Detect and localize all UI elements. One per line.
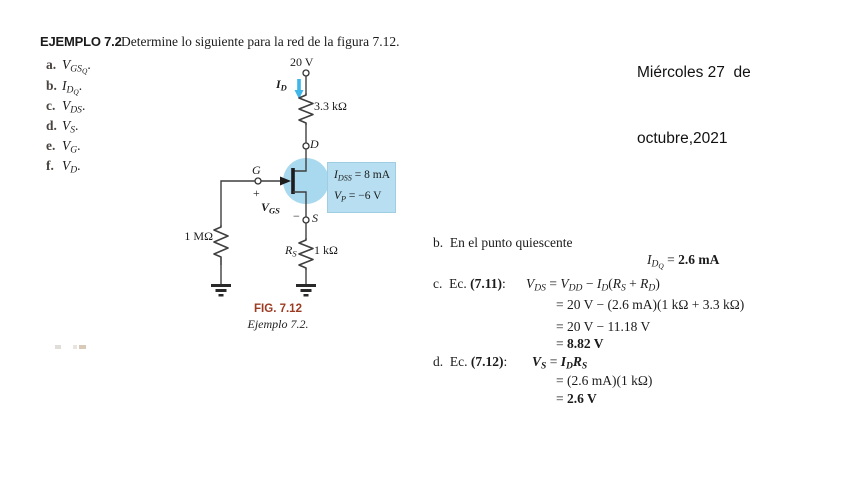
list-letter: d. <box>46 118 57 133</box>
node-g-terminal <box>254 177 262 185</box>
stray-marks <box>55 336 88 354</box>
plus-sign: + <box>253 186 260 200</box>
rg-value-label: 1 MΩ <box>184 229 213 243</box>
list-symbol: VDS. <box>62 98 86 116</box>
rd-value-label: 3.3 kΩ <box>314 99 347 113</box>
drain-current-label: ID <box>276 77 287 93</box>
list-letter: b. <box>46 78 57 93</box>
date-line-2: octubre,2021 <box>637 130 728 147</box>
resistor-rd <box>298 93 314 125</box>
node-d-label: D <box>310 137 319 151</box>
list-item-f: f. VD. <box>46 158 81 176</box>
list-letter: a. <box>46 57 57 72</box>
list-symbol: VD. <box>62 158 81 176</box>
solution-vs-result: = 2.6 V <box>556 391 597 406</box>
supply-terminal <box>302 69 310 77</box>
rs-name-label: RS <box>285 243 297 259</box>
node-d-terminal <box>302 142 310 150</box>
list-letter: f. <box>46 158 54 173</box>
node-s-terminal <box>302 216 310 224</box>
solution-step-b: b. En el punto quiescente <box>433 235 573 250</box>
list-symbol: VGSQ. <box>62 57 91 76</box>
node-g-label: G <box>252 163 261 177</box>
figure-label: FIG. 7.12 <box>254 303 302 315</box>
circuit-schematic <box>211 69 329 297</box>
list-symbol: VG. <box>62 138 81 156</box>
ground-left <box>211 284 231 297</box>
device-parameters-box: IDSS = 8 mA VP = −6 V <box>327 162 397 213</box>
list-symbol: IDQ. <box>62 78 83 97</box>
resistor-rs <box>298 238 314 270</box>
solution-idq-result: IDQ = 2.6 mA <box>647 252 720 271</box>
date-block: Miércoles 27 de octubre,2021 <box>637 18 751 194</box>
list-item-b: b. IDQ. <box>46 78 82 96</box>
solution-vs-step-2: = (2.6 mA)(1 kΩ) <box>556 373 653 388</box>
node-s-label: S <box>312 211 318 225</box>
vgs-label: VGS <box>261 200 280 216</box>
current-arrow-id <box>294 79 304 99</box>
supply-voltage-label: 20 V <box>290 55 314 69</box>
idss-parameter: IDSS = 8 mA <box>334 169 391 183</box>
jfet-symbol <box>261 149 307 217</box>
solution-vds-result: = 8.82 V <box>556 336 604 351</box>
ground-right <box>296 284 316 297</box>
list-letter: c. <box>46 98 56 113</box>
solution-vds-step-2: = 20 V − (2.6 mA)(1 kΩ + 3.3 kΩ) <box>556 297 745 312</box>
rs-value-label: 1 kΩ <box>314 243 338 257</box>
list-item-e: e. VG. <box>46 138 81 156</box>
solution-step-d-label: d. Ec. (7.12): <box>433 354 508 369</box>
list-item-d: d. VS. <box>46 118 78 136</box>
jfet-gate-arrow <box>280 176 291 186</box>
list-item-c: c. VDS. <box>46 98 85 116</box>
solution-step-c-label: c. Ec. (7.11): <box>433 276 506 291</box>
jfet-drain-lead <box>293 149 307 172</box>
minus-sign: − <box>293 209 300 223</box>
solution-vds-step-3: = 20 V − 11.18 V <box>556 319 651 334</box>
resistor-rg <box>213 225 229 265</box>
wire-gate-rg <box>220 180 255 225</box>
list-symbol: VS. <box>62 118 79 136</box>
vp-parameter: VP = −6 V <box>334 190 382 204</box>
date-line-1: Miércoles 27 de <box>637 64 751 81</box>
figure-caption: Ejemplo 7.2. <box>247 317 309 331</box>
solution-vs-equation: VS = IDRS <box>532 354 588 372</box>
jfet-source-lead <box>293 191 307 217</box>
list-item-a: a. VGSQ. <box>46 57 91 75</box>
example-label: EJEMPLO 7.2 <box>40 34 122 49</box>
example-title: Determine lo siguiente para la red de la… <box>121 34 400 49</box>
list-letter: e. <box>46 138 56 153</box>
solution-vds-equation: VDS = VDD − ID(RS + RD) <box>526 276 660 294</box>
